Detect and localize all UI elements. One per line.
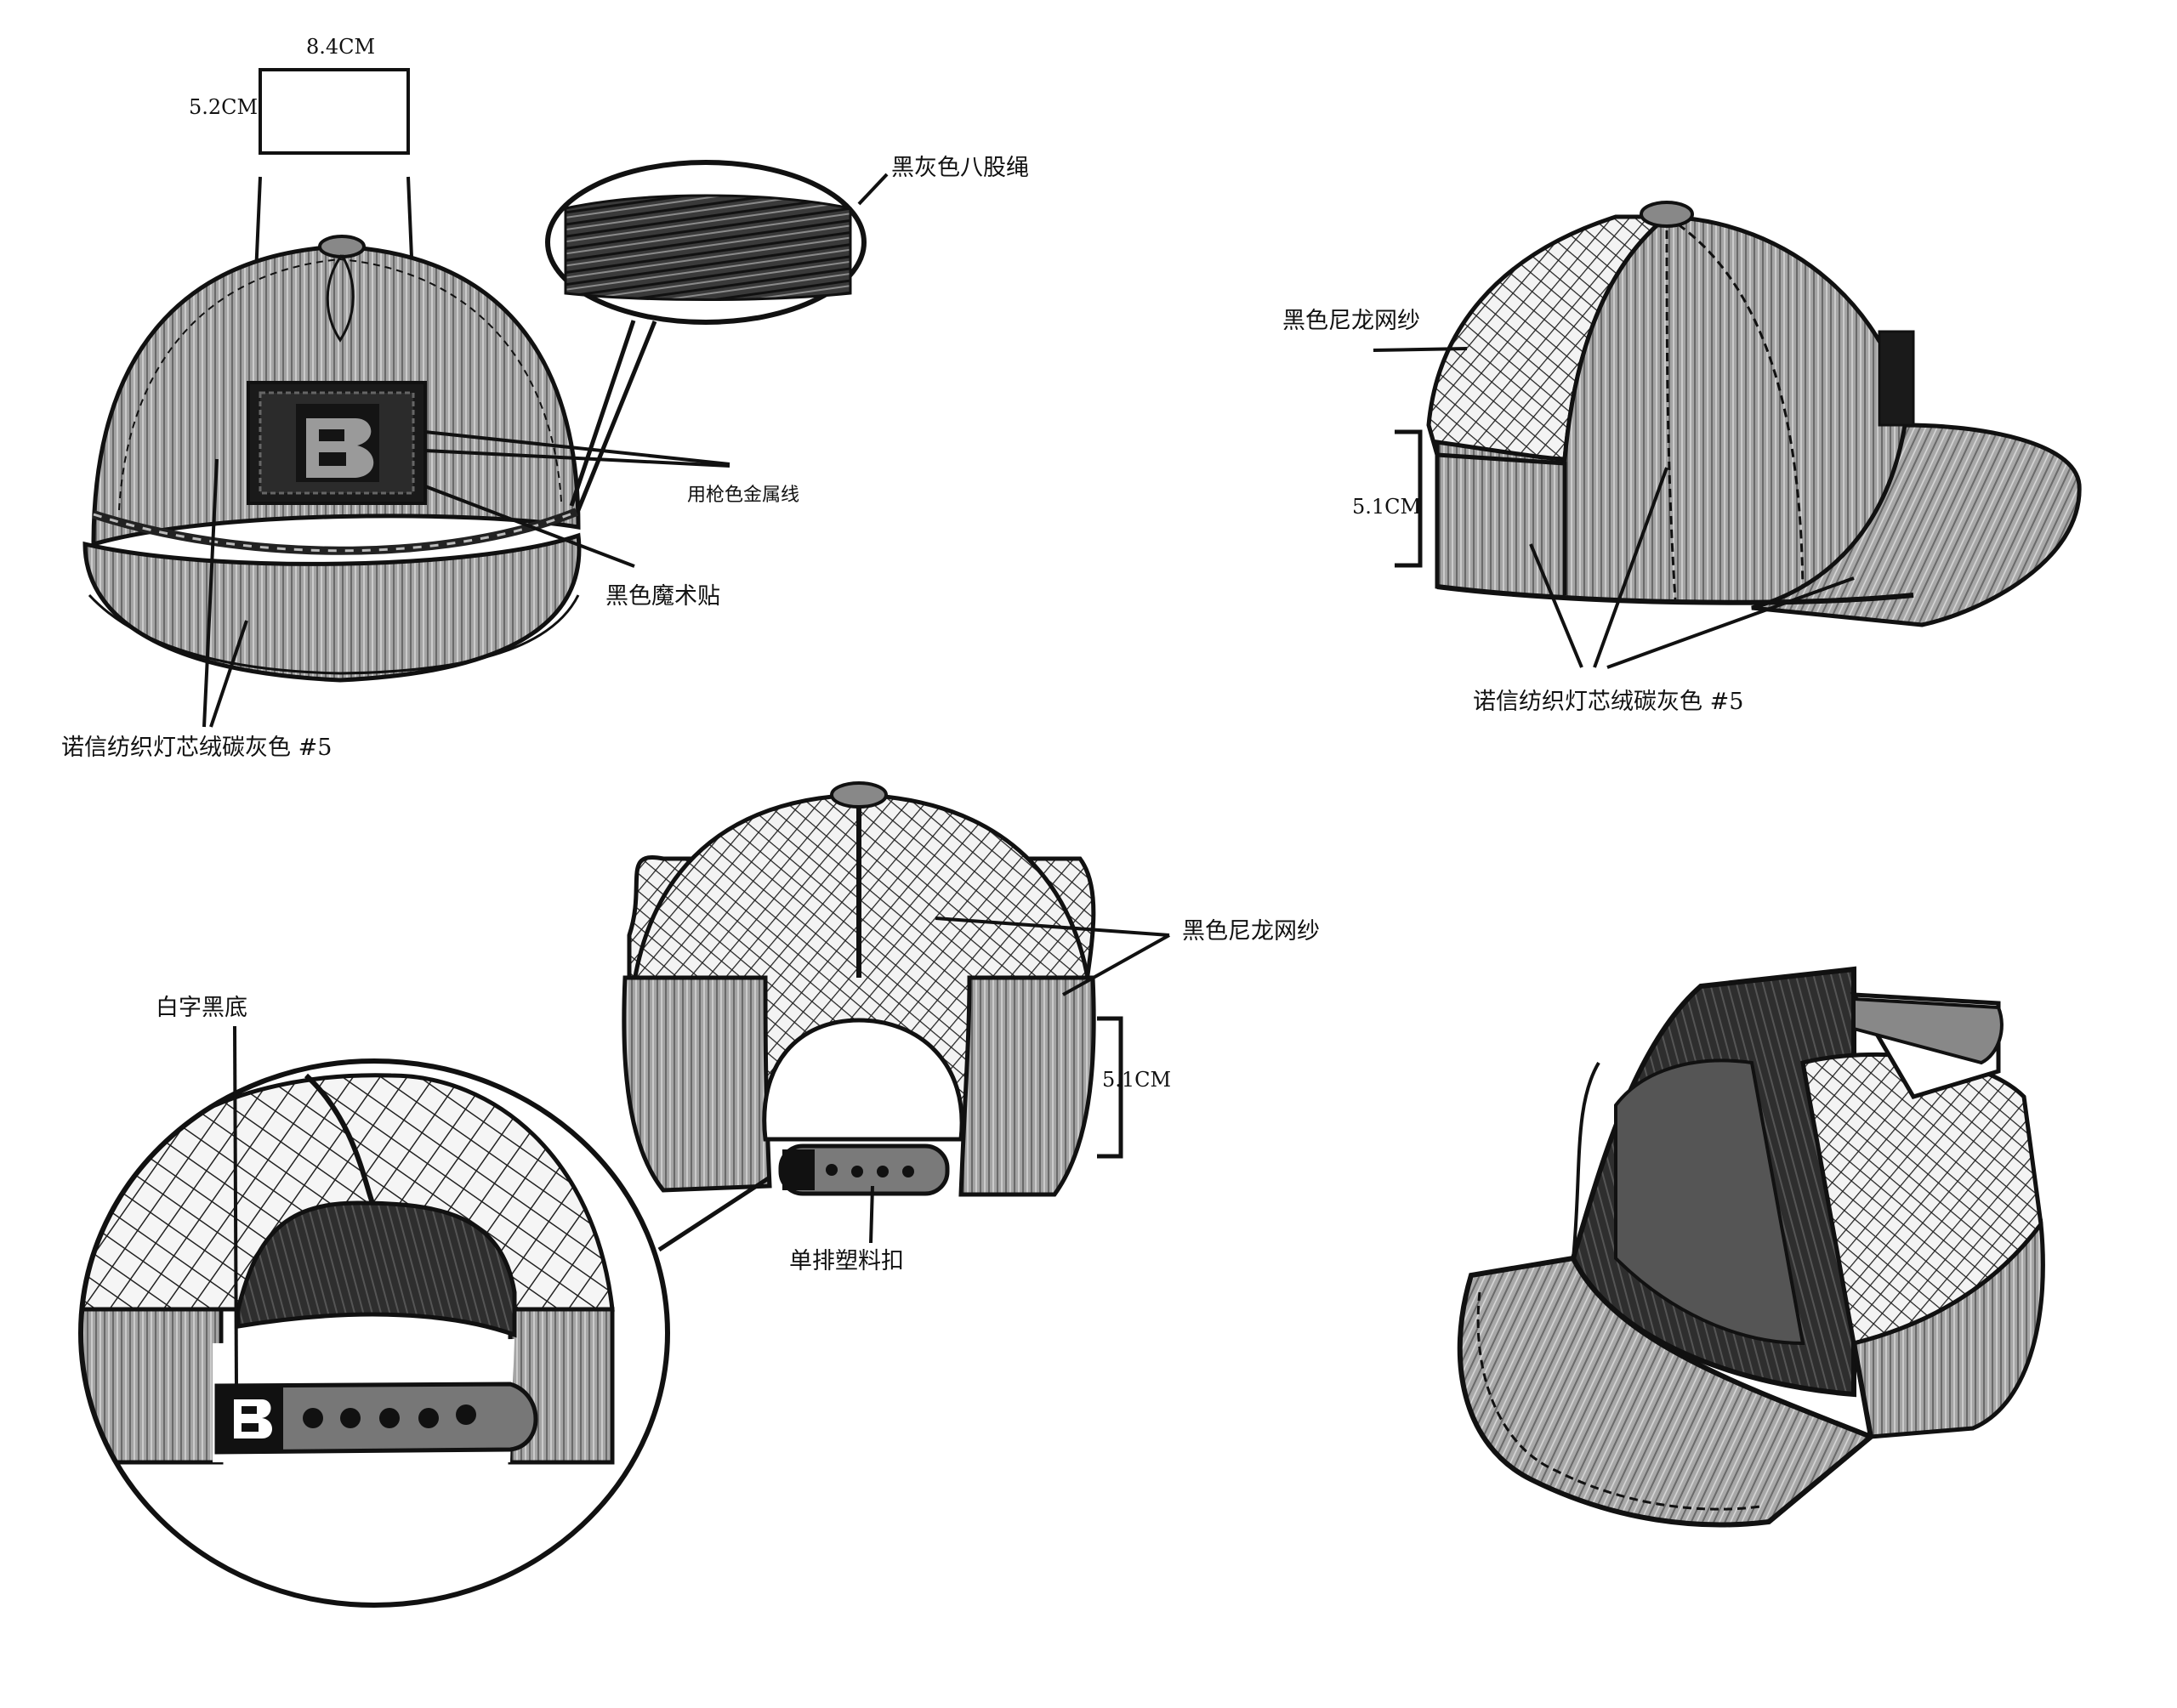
- side-top-button: [1640, 201, 1694, 228]
- back-view-cap: [622, 781, 1170, 1252]
- back-opening: [762, 1018, 964, 1142]
- back-snap-strap: [778, 1143, 950, 1196]
- snap-buckle-label: 单排塑料扣: [789, 1248, 904, 1274]
- patch-height-label: 5.2CM: [189, 95, 259, 119]
- patch-width-label: 8.4CM: [306, 35, 376, 59]
- fabric-front-label: 诺信纺织灯芯绒碳灰色 #5: [61, 735, 333, 761]
- back-lower-right: [958, 975, 1096, 1197]
- back-top-button: [830, 781, 888, 809]
- front-view-cap: [82, 68, 730, 728]
- white-on-black-label: 白字黑底: [156, 995, 247, 1021]
- side-height-label: 5.1CM: [1352, 495, 1422, 519]
- front-brim: [82, 532, 582, 683]
- rope-callout: [545, 160, 889, 511]
- B-logo-icon: [296, 404, 379, 482]
- underside-side-panel: [1851, 1218, 2045, 1439]
- rope-label: 黑灰色八股绳: [891, 155, 1029, 181]
- detail-inner-band: [236, 1200, 517, 1338]
- side-patch: [1878, 330, 1915, 427]
- underside-view-cap: [1457, 966, 2045, 1528]
- mesh-back-label: 黑色尼龙网纱: [1182, 918, 1320, 945]
- fabric-side-label: 诺信纺织灯芯绒碳灰色 #5: [1473, 689, 1744, 715]
- underside-inner-band: [1614, 1058, 1805, 1346]
- side-view-cap: [1373, 201, 2082, 669]
- detail-snap-strap: [214, 1382, 538, 1455]
- detail-B-logo-icon: [234, 1399, 272, 1438]
- side-brim: [1751, 423, 2082, 627]
- top-button: [318, 235, 366, 258]
- gunmetal-thread-label: 用枪色金属线: [687, 485, 800, 506]
- mesh-side-label: 黑色尼龙网纱: [1282, 308, 1420, 334]
- patch-dimension-box: [259, 68, 410, 155]
- black-velcro-label: 黑色魔术贴: [605, 583, 720, 610]
- back-detail-callout: [78, 1025, 670, 1608]
- back-lower-left: [622, 975, 772, 1193]
- back-height-label: 5.1CM: [1102, 1068, 1172, 1092]
- detail-callout-circle: [78, 1058, 670, 1608]
